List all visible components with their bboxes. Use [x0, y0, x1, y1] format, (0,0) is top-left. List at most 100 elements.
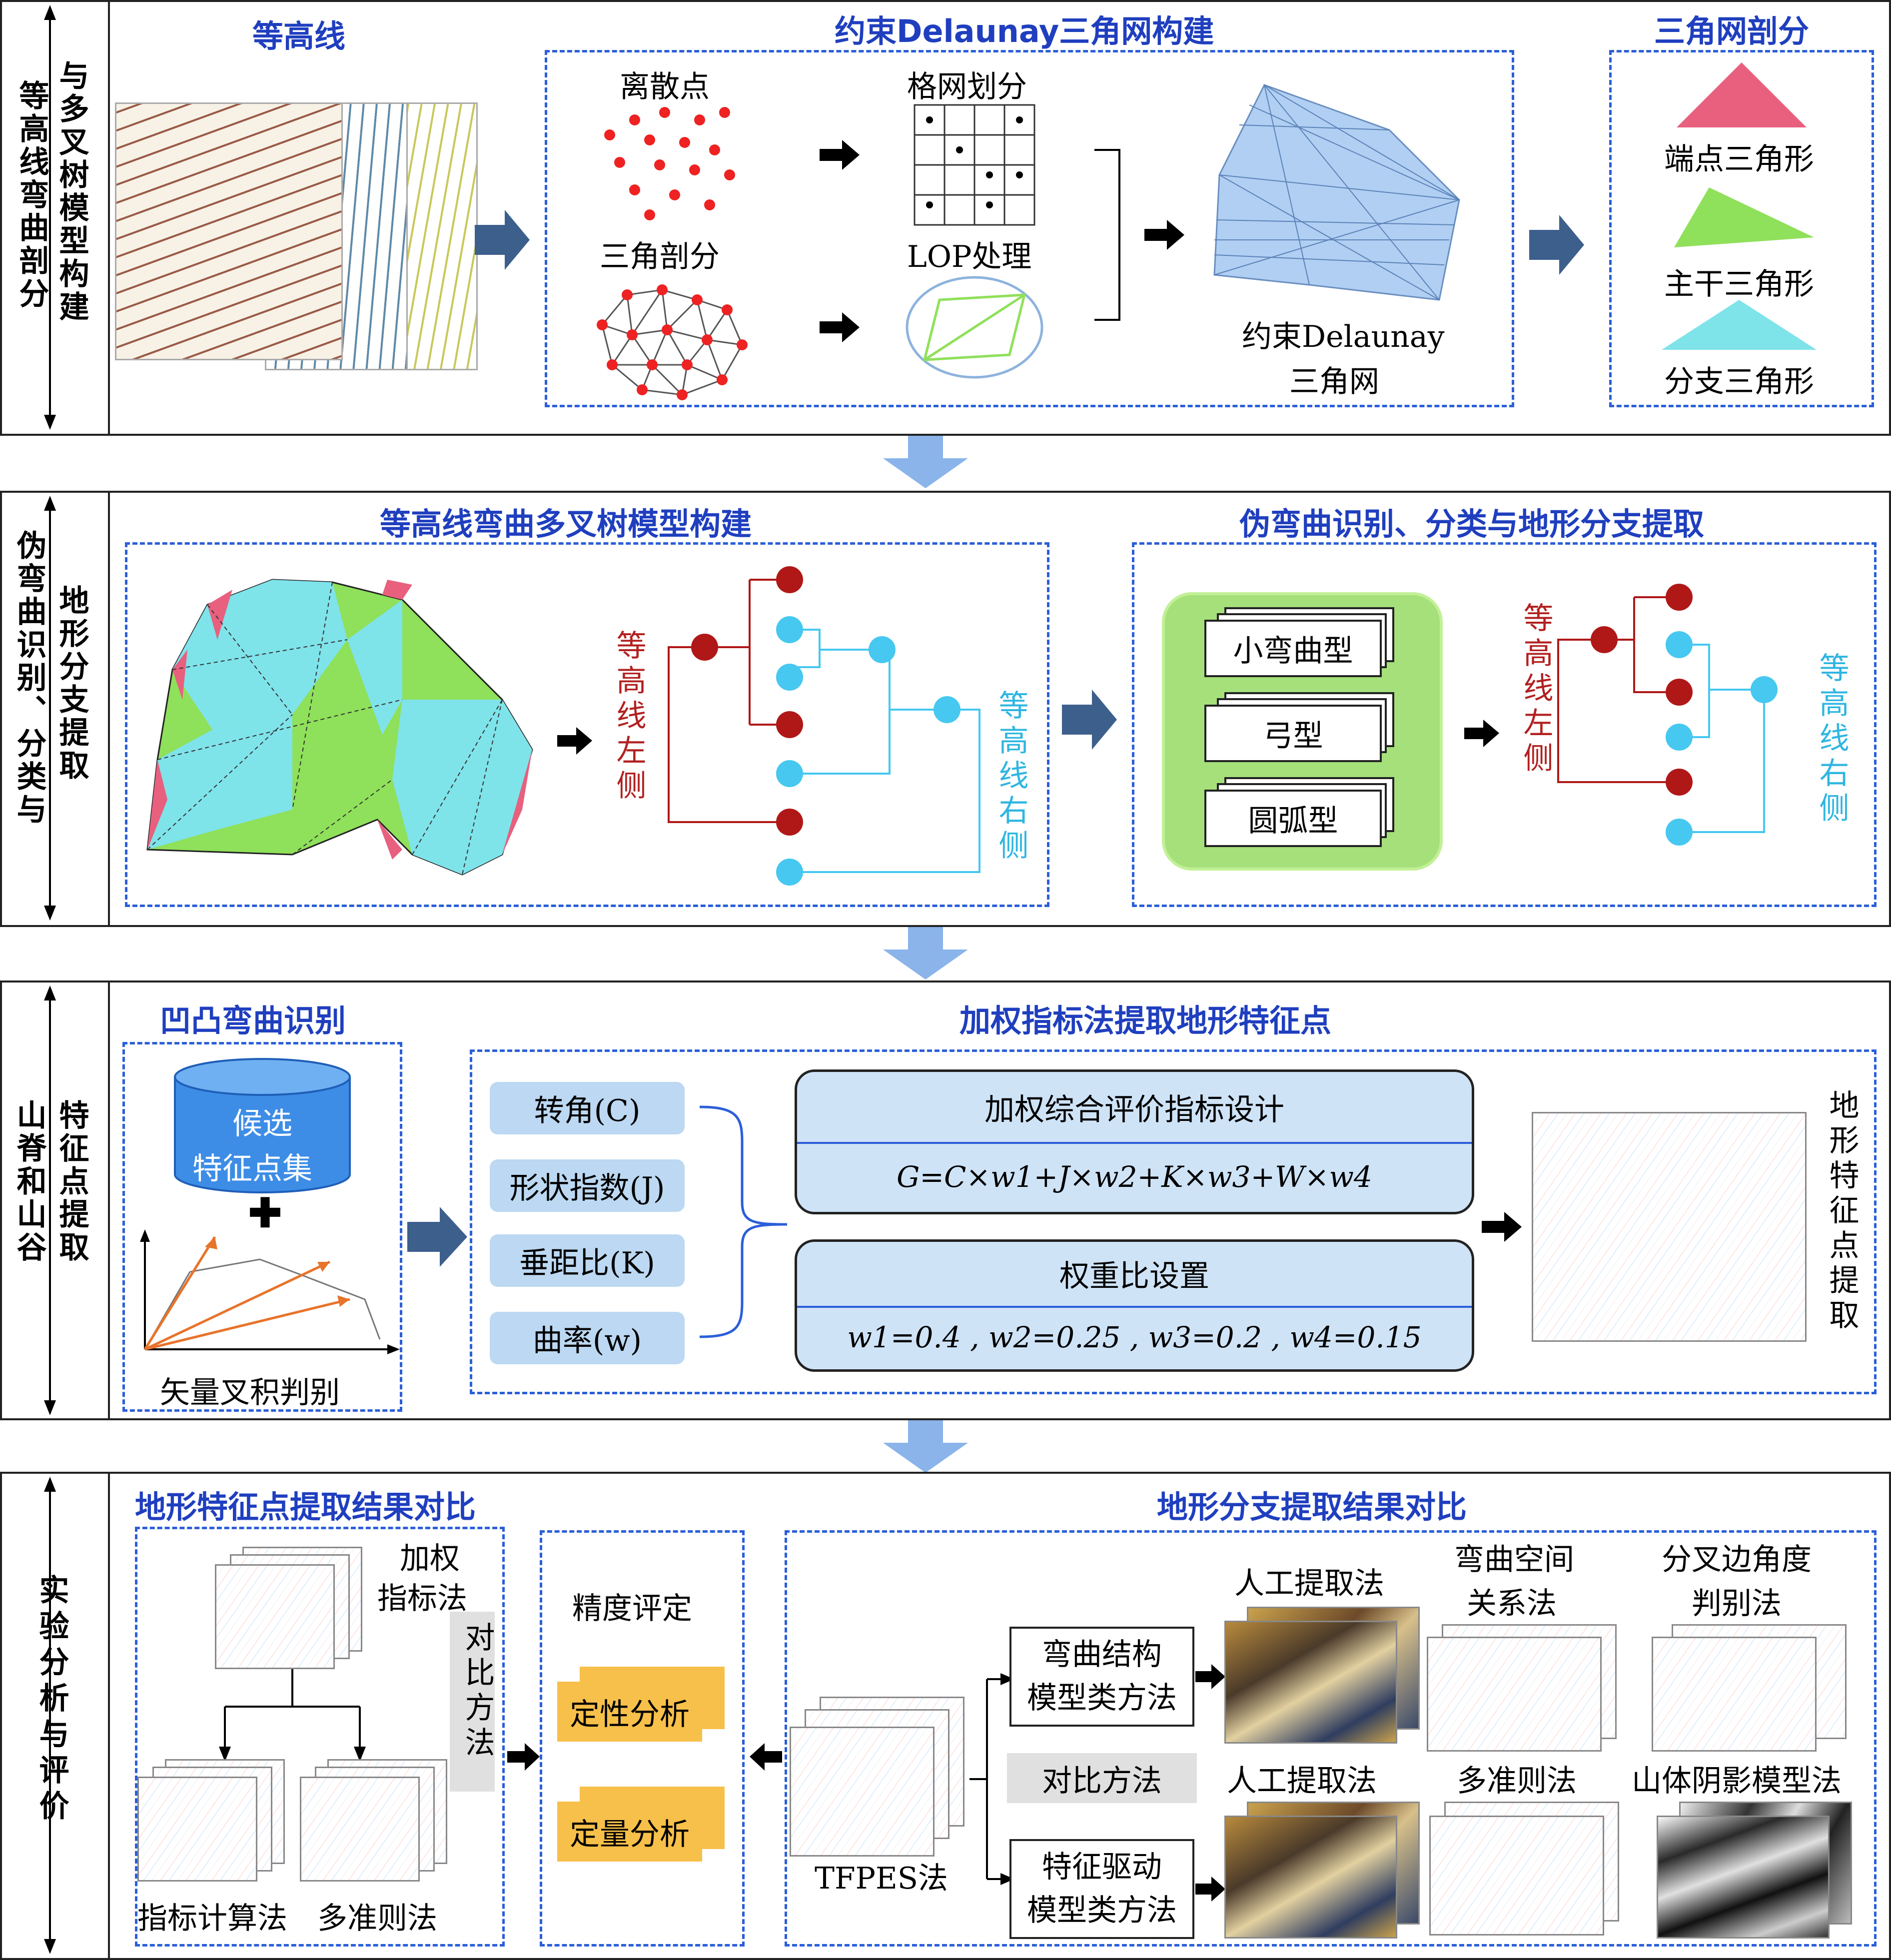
arrow-to-feature-result: [1482, 1212, 1522, 1242]
index-calc-stack: [137, 1759, 287, 1884]
cross-product-label: 矢量叉积判别: [160, 1375, 340, 1410]
endpoint-triangle-label: 端点三角形: [1664, 142, 1814, 177]
weighted-method-label-1: 加权: [400, 1541, 460, 1576]
indicator-shape: 形状指数(J): [490, 1159, 685, 1212]
indicator-curvature: 曲率(w): [490, 1312, 685, 1364]
row3-double-arrow: [44, 985, 56, 1415]
down-arrow-2: [883, 927, 968, 980]
bend-space-label-2: 关系法: [1467, 1586, 1557, 1621]
row3-side-label: [0, 980, 110, 1420]
bifurcation-stack: [1652, 1624, 1852, 1754]
tree-model-box: [125, 542, 1049, 907]
arc-label: 圆弧型: [1248, 804, 1338, 839]
formula-text: G=C×w1+J×w2+K×w3+W×w4: [897, 1160, 1372, 1194]
row1-side-text-b: 与多叉树模型构建: [54, 60, 89, 324]
lop-label: LOP处理: [907, 239, 1032, 274]
candidate-label-2: 特征点集: [192, 1151, 312, 1186]
pseudo-right-side-label: 等高线右侧: [1814, 652, 1849, 827]
trunk-triangle-label: 主干三角形: [1664, 267, 1814, 302]
candidate-cylinder: [174, 1058, 351, 1193]
arrow-tree-to-pseudo: [1062, 690, 1117, 750]
accuracy-box: [540, 1530, 745, 1947]
arrow-bend-to-results: [1195, 1664, 1225, 1689]
multi-criteria-stack-2: [1429, 1802, 1624, 1937]
pseudo-left-side-label: 等高线左侧: [1518, 602, 1553, 777]
small-bend-stack: 小弯曲型: [1204, 607, 1399, 680]
row2-double-arrow: [44, 496, 56, 921]
arrow-to-cdt-result: [1144, 220, 1184, 250]
small-bend-label: 小弯曲型: [1233, 634, 1353, 669]
plus-icon: ✚: [248, 1189, 282, 1236]
multi-criteria-label-2: 多准则法: [1457, 1764, 1577, 1799]
row3-side-text-a: 山脊和山谷: [11, 1099, 46, 1264]
arrow-feature-to-accuracy: [507, 1743, 540, 1771]
manual-label-2: 人工提取法: [1227, 1764, 1377, 1799]
pseudo-bend-box: [1132, 542, 1877, 907]
arrow-types-to-tree: [1464, 720, 1499, 747]
arrow-tri-to-lop: [820, 312, 860, 342]
bow-stack: 弓型: [1204, 692, 1399, 765]
tree-left-side-label: 等高线左侧: [611, 630, 646, 805]
tfpes-stack: [790, 1697, 969, 1862]
row1-side-label: [0, 0, 110, 436]
row4-double-arrow: [44, 1477, 56, 1954]
tree-model-title: 等高线弯曲多叉树模型构建: [380, 506, 752, 542]
grid-division-label: 格网划分: [907, 69, 1027, 104]
arrow-concave-to-weighted: [407, 1207, 467, 1267]
candidate-label-1: 候选: [232, 1106, 292, 1141]
branch-triangle-label: 分支三角形: [1664, 364, 1814, 399]
down-arrow-3: [883, 1420, 968, 1473]
weighted-box: [470, 1049, 1877, 1394]
tree-diagram-left: [668, 566, 980, 886]
multi-criteria-stack: [300, 1759, 450, 1884]
endpoint-triangle-shape: [1677, 62, 1807, 127]
indicator-angle: 转角(C): [490, 1082, 685, 1134]
branch-triangle-shape: [1662, 300, 1817, 350]
compare-methods-tag: 对比方法: [1007, 1753, 1197, 1803]
feature-points-map: [1532, 1112, 1807, 1342]
bend-struct-label-2: 模型类方法: [1027, 1681, 1177, 1716]
bifurcation-label-1: 分叉边角度: [1662, 1542, 1812, 1577]
qualitative-label: 定性分析: [570, 1697, 690, 1732]
manual-bottom-stack: [1224, 1802, 1424, 1939]
partition-title: 三角网剖分: [1654, 13, 1810, 49]
weighted-result-stack: [215, 1547, 365, 1672]
feature-driven-box: 特征驱动模型类方法: [1009, 1839, 1194, 1939]
row2-side-text-a: 伪弯曲识别、分类与: [11, 530, 46, 827]
down-arrow-1: [883, 436, 968, 488]
bend-struct-label-1: 弯曲结构: [1042, 1637, 1162, 1672]
discrete-points-label: 离散点: [620, 69, 710, 104]
contour-title: 等高线: [252, 18, 346, 54]
cross-product-graphic: [140, 1229, 400, 1354]
arrow-cdt-to-partition: [1529, 215, 1584, 275]
bracket-merge: [1094, 149, 1120, 321]
arrow-points-to-grid: [820, 140, 860, 170]
compare-methods-label: 对比方法: [1042, 1763, 1162, 1799]
weight-setting-label: 权重比设置: [1059, 1259, 1209, 1294]
row4-side-label: [0, 1472, 110, 1960]
index-calc-label: 指标计算法: [137, 1901, 287, 1936]
hillshade-label: 山体阴影模型法: [1632, 1764, 1842, 1799]
weight-setting-box: 权重比设置 w1=0.4 , w2=0.25 , w3=0.2 , w4=0.1…: [795, 1239, 1474, 1372]
concave-box: [122, 1042, 402, 1412]
quantitative-label: 定量分析: [570, 1817, 690, 1852]
cdt-box: [545, 50, 1514, 407]
cdt-result-label-1: 约束Delaunay: [1242, 319, 1445, 354]
manual-label-1: 人工提取法: [1234, 1566, 1384, 1601]
indicator-distance: 垂距比(K): [490, 1234, 685, 1287]
cdt-result-label-2: 三角网: [1289, 364, 1379, 399]
row3-side-text-b: 特征点提取: [54, 1099, 89, 1264]
lop-graphic: [906, 276, 1043, 379]
cdt-title: 约束Delaunay三角网构建: [835, 13, 1214, 49]
pseudo-bend-title: 伪弯曲识别、分类与地形分支提取: [1239, 506, 1705, 542]
multi-criteria-label: 多准则法: [317, 1901, 437, 1936]
eval-design-label: 加权综合评价指标设计: [984, 1092, 1284, 1127]
concave-title: 凹凸弯曲识别: [160, 1002, 346, 1039]
eval-design-box: 加权综合评价指标设计 G=C×w1+J×w2+K×w3+W×w4: [795, 1069, 1474, 1214]
tree-right-side-label: 等高线右侧: [993, 690, 1028, 865]
bend-space-label-1: 弯曲空间: [1454, 1542, 1574, 1577]
compare-method-label: 对比方法: [460, 1622, 495, 1762]
cdt-result-graphic: [1213, 84, 1460, 301]
feature-driven-label-1: 特征驱动: [1042, 1850, 1162, 1885]
tree-diagram-right: [1557, 584, 1778, 846]
